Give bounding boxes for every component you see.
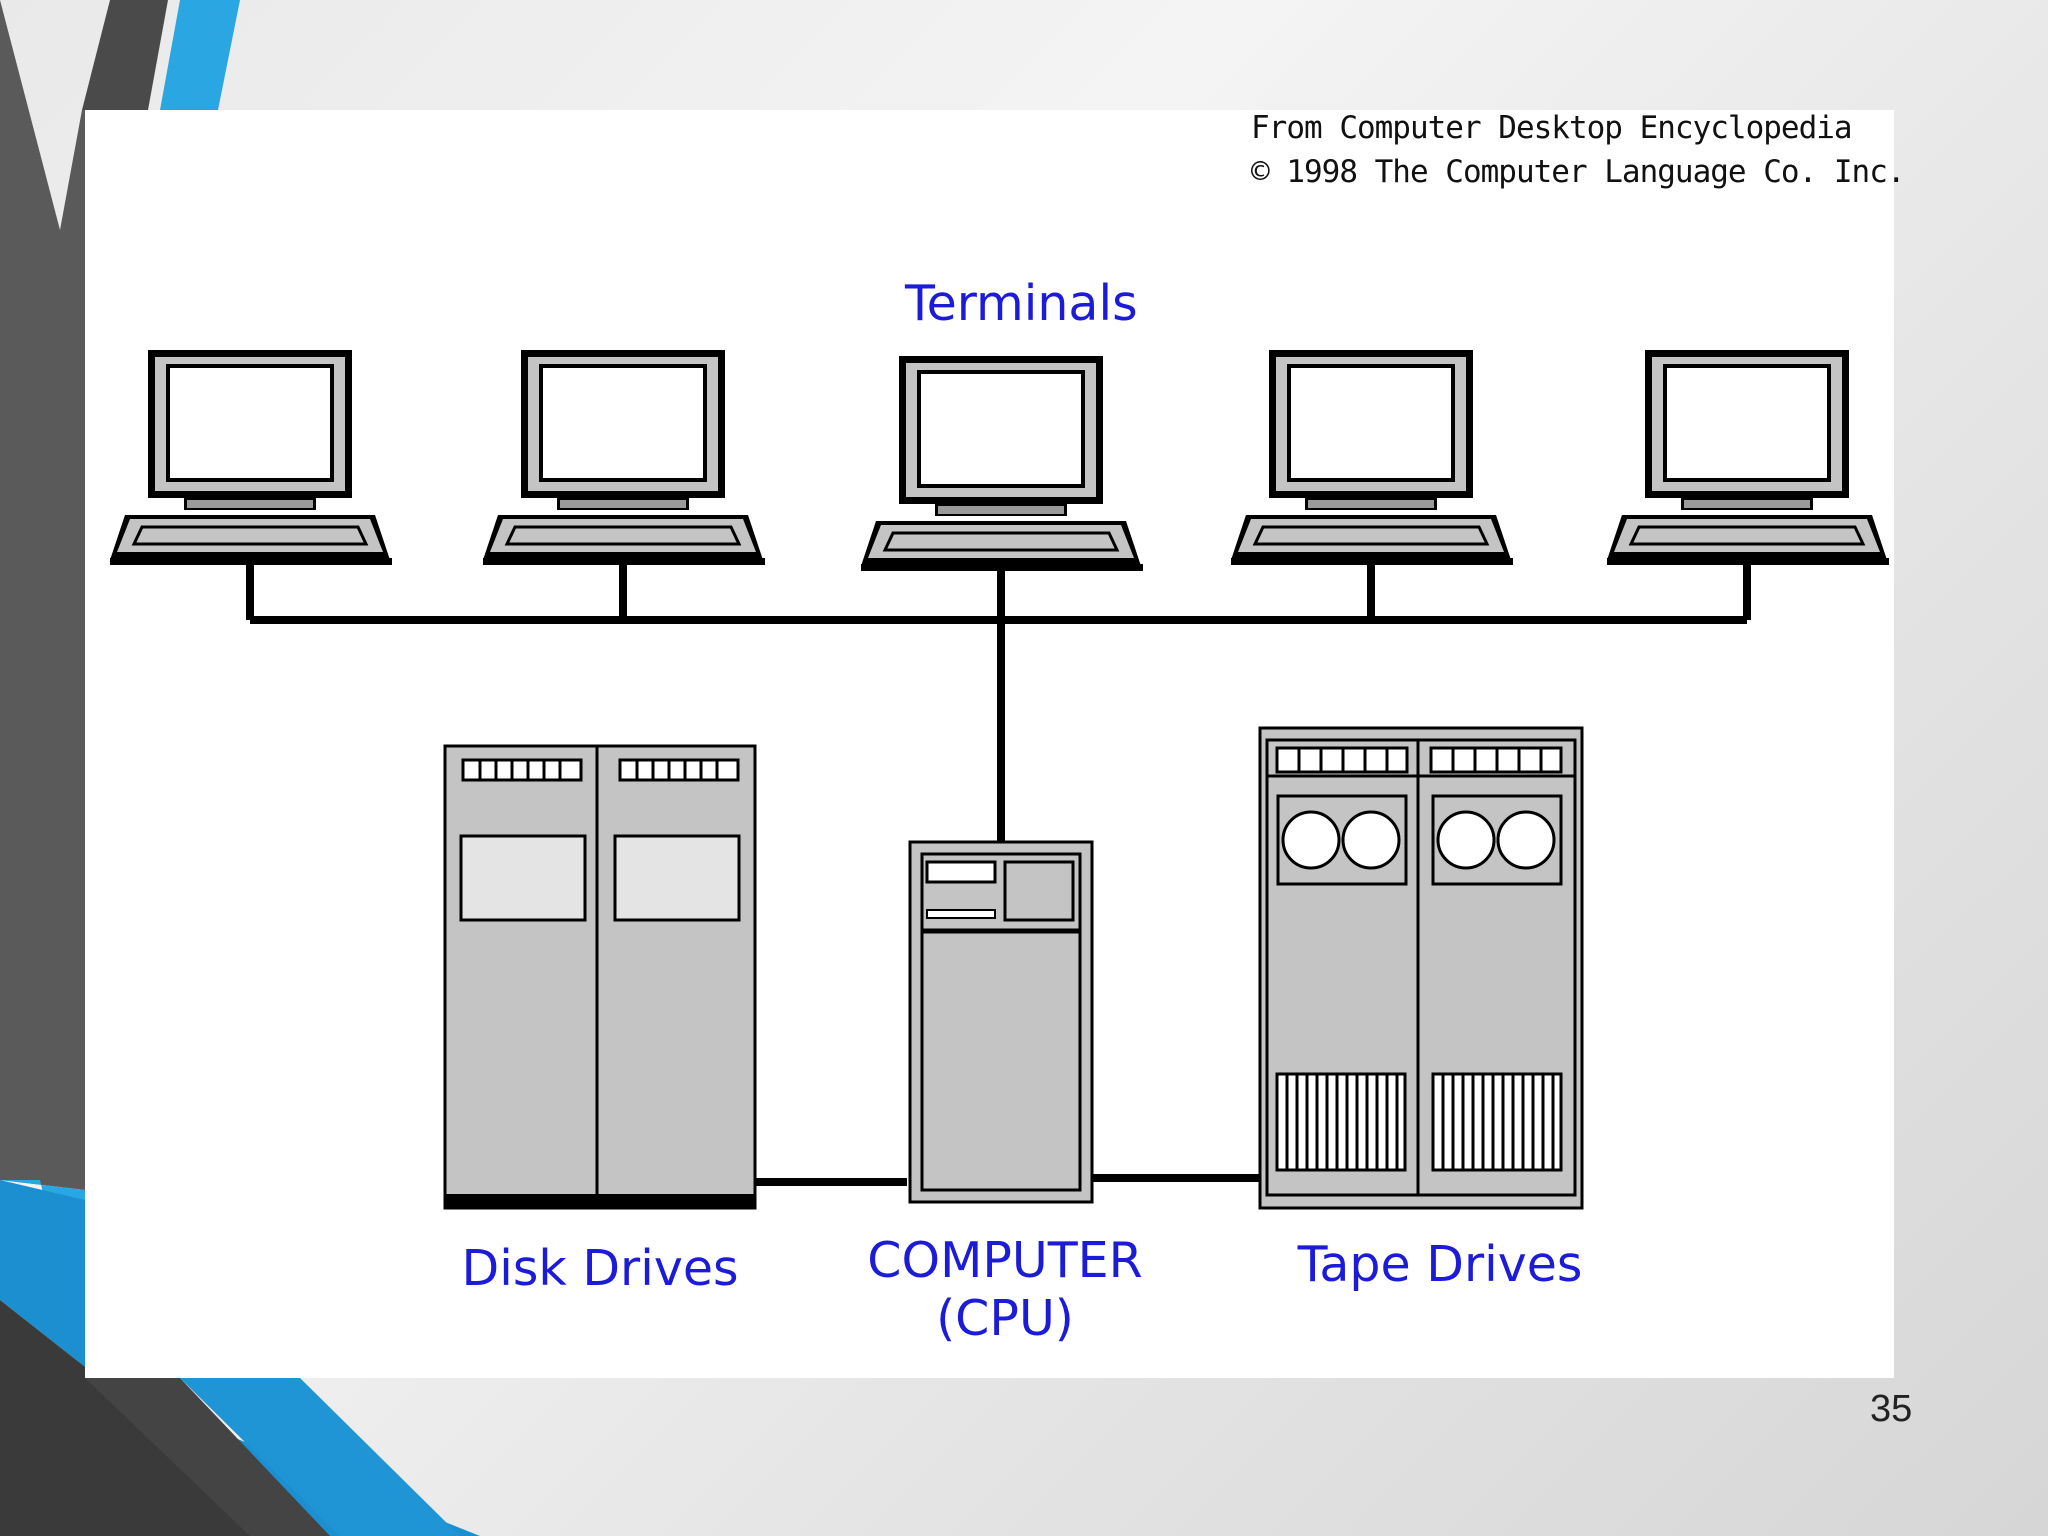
label-cpu: (CPU) (936, 1290, 1074, 1347)
label-computer: COMPUTER (867, 1232, 1143, 1289)
dark-stripe-bottom-2 (85, 1378, 330, 1536)
credit-line-1: From Computer Desktop Encyclopedia (1251, 110, 1853, 146)
terminal-icon (1605, 348, 1891, 567)
disk-drive-icon (443, 744, 757, 1210)
blue-stripe-bottom-2 (180, 1378, 460, 1536)
terminal-icon (108, 348, 394, 567)
tape-drive-icon (1258, 726, 1584, 1210)
terminal-icon (859, 354, 1145, 573)
diagram-panel: From Computer Desktop Encyclopedia © 199… (85, 110, 1906, 1378)
credit-line-2: © 1998 The Computer Language Co. Inc. (1251, 154, 1906, 190)
page-number: 35 (1870, 1388, 1913, 1430)
label-tape-drives: Tape Drives (1297, 1236, 1583, 1293)
cpu-icon (908, 840, 1094, 1204)
connection-lines (246, 565, 1751, 1186)
terminal-icon (1229, 348, 1515, 567)
blue-stripe-top (160, 0, 240, 110)
label-disk-drives: Disk Drives (461, 1240, 739, 1297)
terminal-icon (481, 348, 767, 567)
dark-stripe-top (82, 0, 168, 110)
dark-stripe-left (0, 0, 85, 1190)
network-diagram (108, 348, 1891, 1210)
label-terminals: Terminals (905, 275, 1138, 332)
